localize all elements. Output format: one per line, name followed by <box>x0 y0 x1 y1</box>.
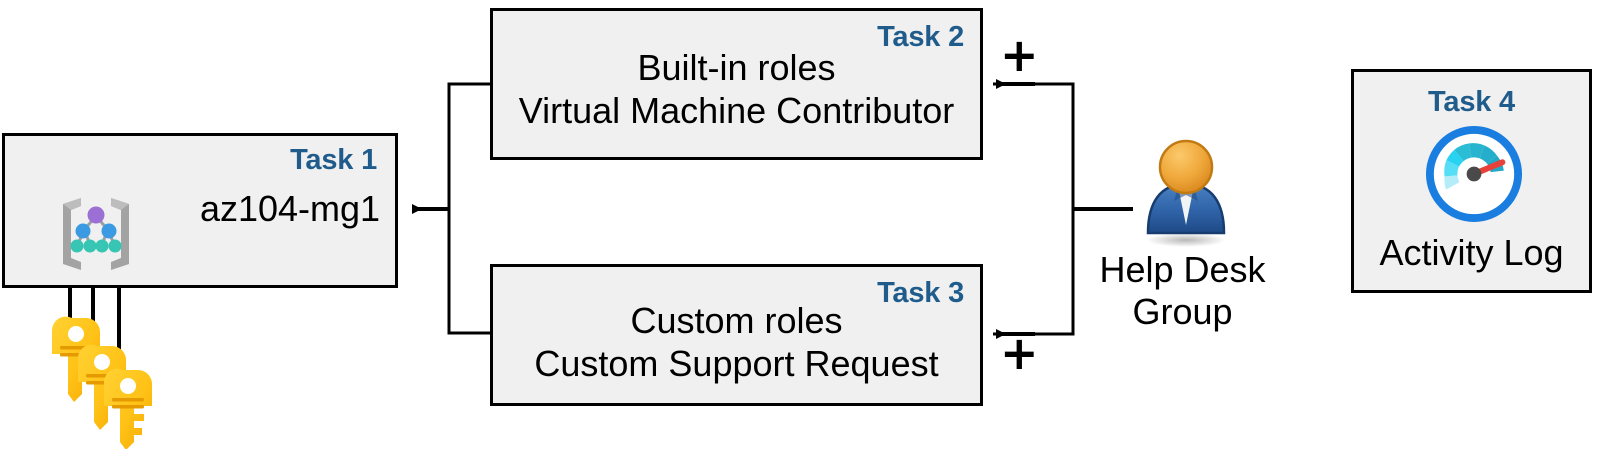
task-2-badge: Task 2 <box>877 21 964 53</box>
help-desk-group-line-1: Help Desk <box>1099 249 1266 290</box>
task-2-line-1: Built-in roles <box>637 47 836 88</box>
task-1-badge: Task 1 <box>290 144 377 176</box>
task-3-box[interactable]: Task 3 Custom roles Custom Support Reque… <box>490 264 983 406</box>
task-4-badge: Task 4 <box>1428 86 1515 118</box>
task-3-badge: Task 3 <box>877 277 964 309</box>
help-desk-group[interactable]: Help Desk Group <box>1090 139 1275 332</box>
keys-icon <box>38 310 168 449</box>
task-2-box[interactable]: Task 2 Built-in roles Virtual Machine Co… <box>490 8 983 160</box>
activity-log-gauge-icon <box>1425 125 1523 228</box>
task-1-label: az104-mg1 <box>199 188 381 229</box>
task-2-line-2: Virtual Machine Contributor <box>518 90 955 131</box>
task-1-box[interactable]: Task 1 az104-mg1 <box>2 133 398 288</box>
task-4-label: Activity Log <box>1379 232 1564 273</box>
task-2-plus-operator: + <box>1000 28 1039 82</box>
help-desk-group-line-2: Group <box>1132 291 1233 332</box>
task-3-line-2: Custom Support Request <box>534 343 939 384</box>
task-4-box[interactable]: Task 4 Activity Log <box>1351 69 1592 293</box>
task-3-line-1: Custom roles <box>630 300 843 341</box>
user-group-icon <box>1140 139 1232 252</box>
task-3-plus-operator: + <box>1000 326 1039 380</box>
